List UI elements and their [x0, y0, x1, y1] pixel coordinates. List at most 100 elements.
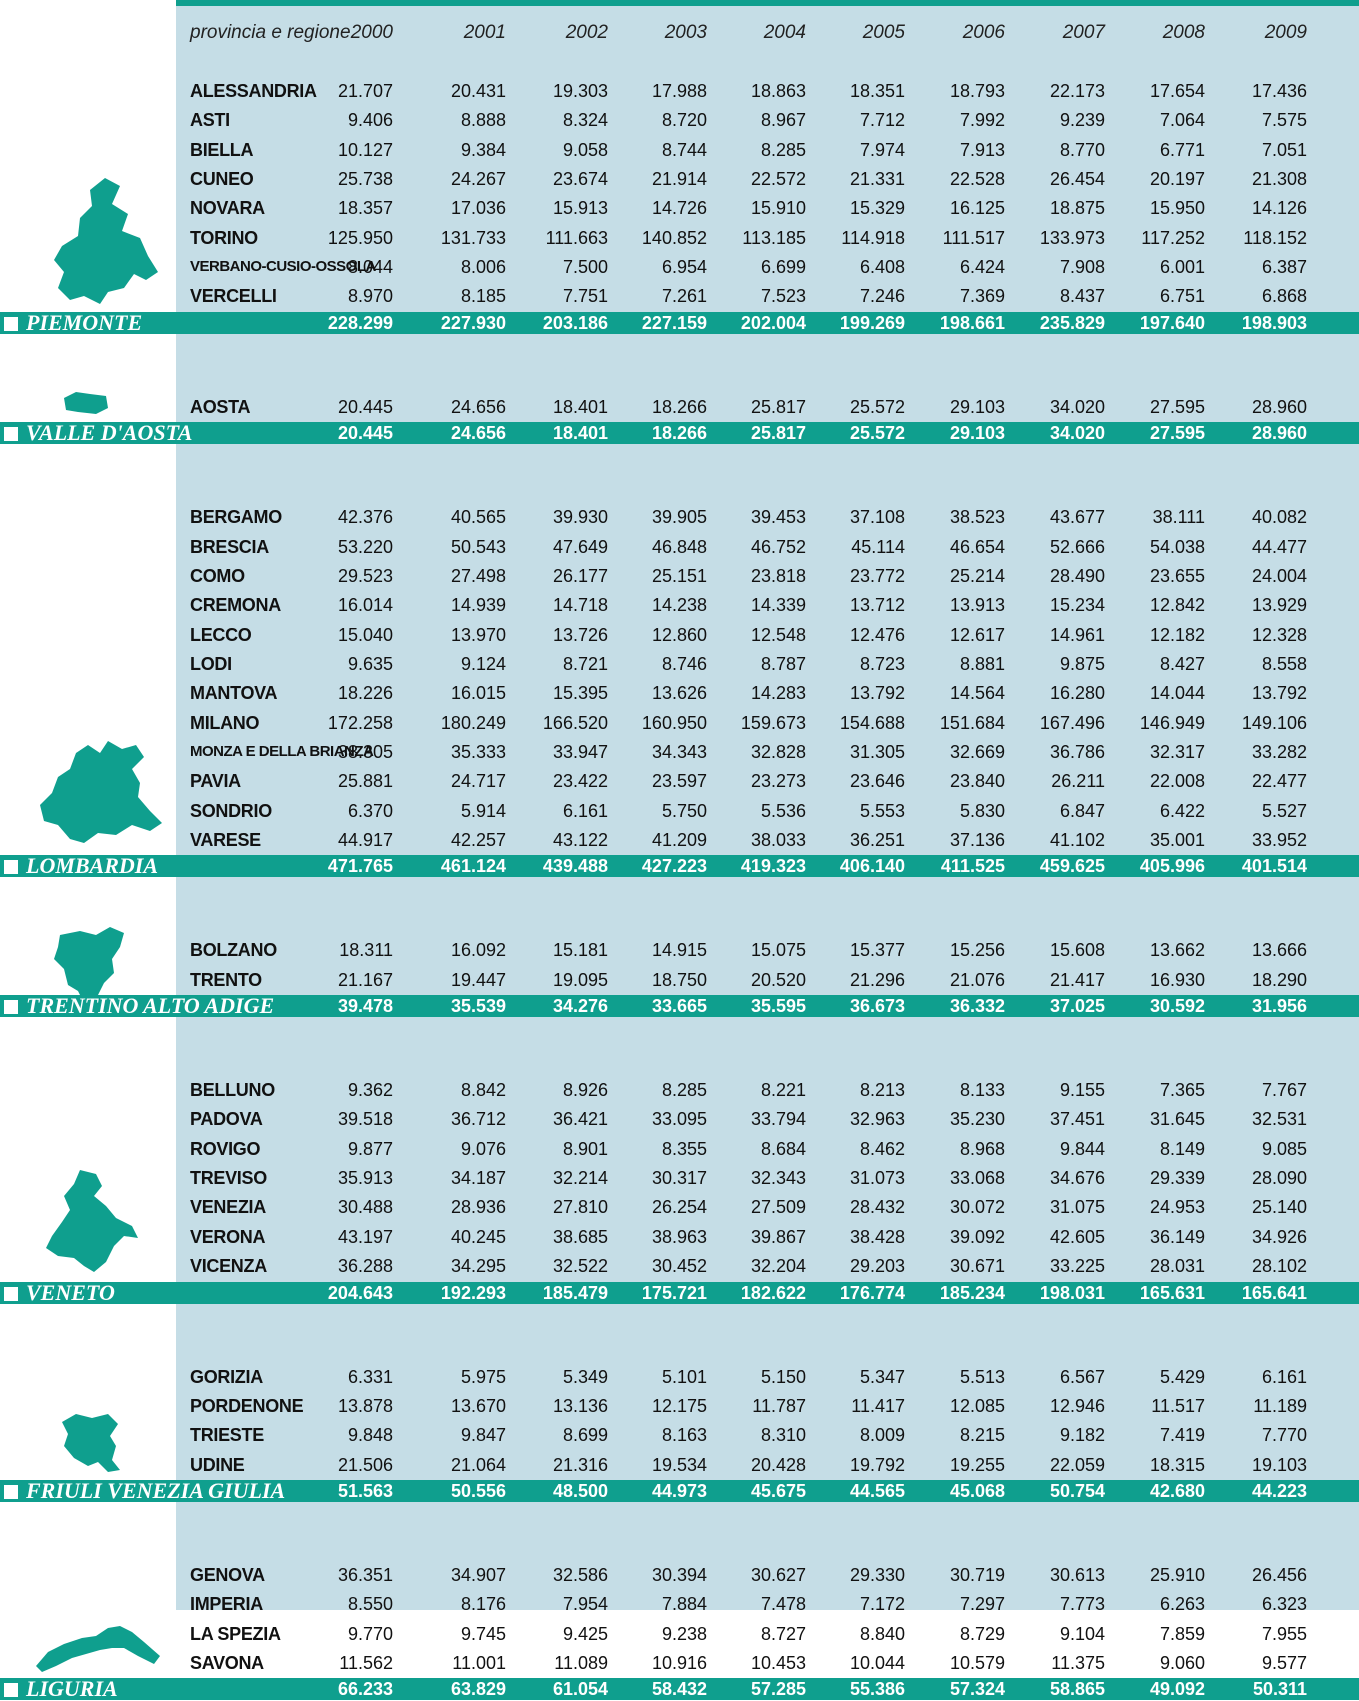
table-cell: 18.750	[651, 969, 707, 990]
table-cell: 16.092	[450, 940, 506, 961]
table-cell: 14.126	[1251, 198, 1307, 219]
table-cell: 7.908	[1059, 257, 1105, 278]
table-cell: 5.513	[959, 1366, 1005, 1387]
table-cell: 6.370	[347, 800, 393, 821]
table-cell: 34.676	[1049, 1168, 1105, 1189]
table-cell: 20.197	[1149, 169, 1205, 190]
table-cell: 8.684	[760, 1138, 806, 1159]
table-cell: 11.787	[752, 1395, 806, 1416]
province-name: VENEZIA	[190, 1197, 266, 1218]
table-cell: 39.867	[750, 1226, 806, 1247]
trentino-map-icon	[54, 927, 124, 1004]
square-bullet-icon	[4, 316, 18, 331]
table-cell: 6.751	[1159, 286, 1205, 307]
veneto-map-icon	[46, 1169, 138, 1272]
table-cell: 27.509	[750, 1197, 806, 1218]
region-total-cell: 165.641	[1241, 1282, 1307, 1303]
table-cell: 32.343	[750, 1168, 806, 1189]
table-cell: 20.428	[750, 1454, 806, 1475]
region-total-cell: 459.625	[1039, 856, 1105, 877]
table-cell: 8.213	[859, 1080, 905, 1101]
table-cell: 23.674	[552, 169, 608, 190]
region-total-cell: 182.622	[740, 1282, 806, 1303]
table-cell: 6.161	[1261, 1366, 1307, 1387]
table-cell: 29.523	[337, 565, 393, 586]
table-cell: 31.645	[1149, 1109, 1205, 1130]
piemonte-map-icon	[54, 177, 158, 304]
table-cell: 18.311	[339, 940, 393, 961]
table-cell: 12.085	[949, 1395, 1005, 1416]
table-cell: 113.185	[742, 227, 806, 248]
table-cell: 15.075	[750, 940, 806, 961]
province-name: ALESSANDRIA	[190, 81, 317, 101]
table-cell: 40.082	[1251, 507, 1307, 528]
table-cell: 32.586	[552, 1564, 608, 1585]
header-year: 2005	[862, 22, 905, 43]
table-cell: 44.477	[1251, 536, 1307, 557]
region-total-cell: 37.025	[1049, 996, 1105, 1017]
table-cell: 40.245	[450, 1226, 506, 1247]
region-total-cell: 471.765	[327, 856, 393, 877]
table-cell: 6.323	[1261, 1594, 1307, 1615]
province-name: IMPERIA	[190, 1594, 263, 1615]
table-cell: 38.963	[651, 1226, 707, 1247]
province-name: BELLUNO	[190, 1080, 275, 1101]
table-cell: 18.315	[1149, 1454, 1205, 1475]
table-cell: 32.669	[949, 741, 1005, 762]
table-cell: 15.910	[750, 198, 806, 219]
table-cell: 9.577	[1261, 1652, 1307, 1673]
table-cell: 5.429	[1159, 1366, 1205, 1387]
header-year: 2003	[664, 22, 707, 43]
square-bullet-icon	[4, 1000, 18, 1015]
table-cell: 22.477	[1251, 771, 1307, 792]
table-cell: 43.677	[1049, 507, 1105, 528]
table-cell: 5.914	[460, 800, 506, 821]
region-total-cell: 439.488	[542, 856, 608, 877]
table-cell: 46.654	[949, 536, 1005, 557]
region-total-cell: 227.930	[440, 312, 506, 333]
region-total-cell: 34.020	[1049, 423, 1105, 444]
table-cell: 36.149	[1149, 1226, 1205, 1247]
province-name: SONDRIO	[190, 800, 272, 821]
table-cell: 39.930	[552, 507, 608, 528]
table-cell: 25.817	[750, 396, 806, 417]
table-cell: 39.453	[750, 507, 806, 528]
region-name-text: LOMBARDIA	[26, 853, 159, 879]
table-cell: 30.317	[651, 1168, 707, 1189]
table-cell: 43.197	[337, 1226, 393, 1247]
province-name: CREMONA	[190, 595, 281, 616]
table-cell: 160.950	[641, 712, 707, 733]
table-cell: 38.111	[1152, 507, 1205, 528]
table-cell: 7.365	[1159, 1080, 1205, 1101]
liguria-map-icon	[36, 1626, 160, 1673]
table-cell: 6.847	[1059, 800, 1105, 821]
table-cell: 24.717	[450, 771, 506, 792]
table-cell: 15.395	[552, 683, 608, 704]
table-cell: 125.950	[327, 227, 393, 248]
table-cell: 8.163	[661, 1425, 707, 1446]
table-cell: 28.090	[1251, 1168, 1307, 1189]
table-cell: 8.968	[959, 1138, 1005, 1159]
table-cell: 24.953	[1149, 1197, 1205, 1218]
region-total-cell: 58.865	[1049, 1679, 1105, 1700]
table-cell: 18.357	[337, 198, 393, 219]
table-cell: 13.970	[450, 624, 506, 645]
table-cell: 47.649	[552, 536, 608, 557]
table-cell: 18.226	[337, 683, 393, 704]
table-cell: 22.173	[1049, 81, 1105, 101]
table-cell: 5.830	[959, 800, 1005, 821]
table-cell: 14.726	[651, 198, 707, 219]
table-cell: 114.918	[841, 227, 905, 248]
table-cell: 29.339	[1149, 1168, 1205, 1189]
table-cell: 14.939	[450, 595, 506, 616]
table-cell: 7.369	[959, 286, 1005, 307]
table-cell: 8.221	[760, 1080, 806, 1101]
table-cell: 28.490	[1049, 565, 1105, 586]
table-cell: 9.384	[460, 139, 506, 160]
table-cell: 17.036	[450, 198, 506, 219]
table-cell: 8.462	[859, 1138, 905, 1159]
table-cell: 13.662	[1149, 940, 1205, 961]
table-cell: 9.124	[460, 653, 506, 674]
table-cell: 16.125	[949, 198, 1005, 219]
